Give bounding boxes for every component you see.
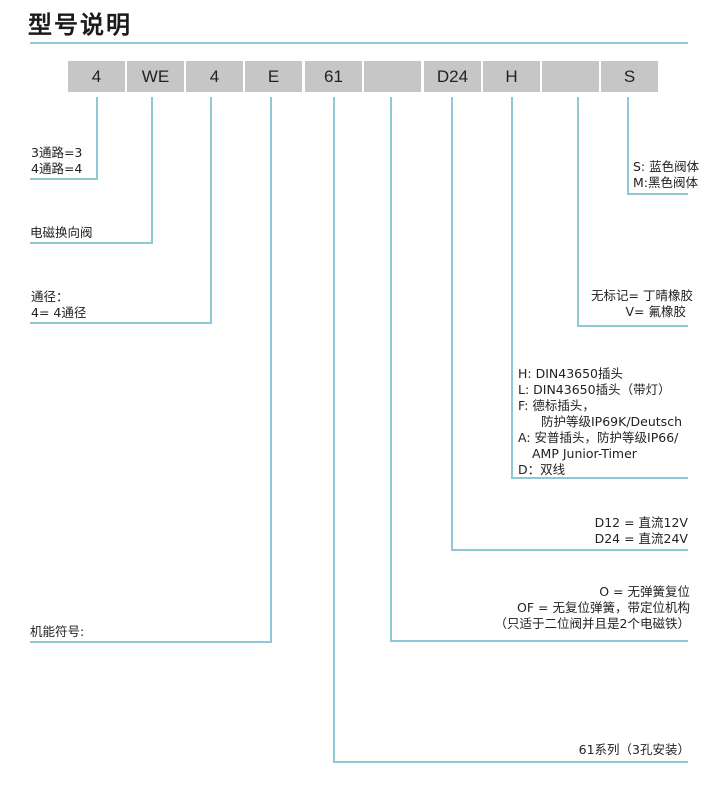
page-title: 型号说明 xyxy=(28,11,132,39)
desc-connector-line: L: DIN43650插头（带灯） xyxy=(518,382,671,397)
leader-symbol-vertical xyxy=(270,97,272,642)
leader-voltage-vertical xyxy=(451,97,453,550)
desc-size-line: 通径： xyxy=(31,289,69,304)
leader-color-vertical xyxy=(627,97,629,194)
title-underline xyxy=(30,42,688,44)
code-box-ports: 4 xyxy=(68,61,125,92)
code-box-voltage: D24 xyxy=(424,61,481,92)
leader-spring-vertical xyxy=(390,97,392,641)
leader-series-horizontal xyxy=(333,761,688,763)
desc-color: S: 蓝色阀体 M:黑色阀体 xyxy=(633,159,699,191)
desc-symbol: 机能符号: xyxy=(30,624,84,640)
desc-series-line: 61系列（3孔安装） xyxy=(578,742,690,757)
desc-type: 电磁换向阀 xyxy=(30,225,93,241)
leader-color-horizontal xyxy=(627,193,688,195)
leader-seal-vertical xyxy=(577,97,579,326)
desc-voltage: D12 = 直流12V D24 = 直流24V xyxy=(595,515,688,547)
desc-spring: O = 无弹簧复位 OF = 无复位弹簧，带定位机构 （只适于二位阀并且是2个电… xyxy=(495,584,690,632)
desc-connector-line: A: 安普插头，防护等级IP66/ xyxy=(518,430,679,445)
desc-size-line: 4= 4通径 xyxy=(31,305,87,320)
desc-ports-line: 4通路=4 xyxy=(31,161,83,176)
leader-seal-horizontal xyxy=(577,325,688,327)
code-box-series: 61 xyxy=(305,61,362,92)
desc-voltage-line: D12 = 直流12V xyxy=(594,515,688,530)
desc-color-line: S: 蓝色阀体 xyxy=(633,159,700,174)
leader-ports-vertical xyxy=(96,97,98,179)
leader-size-horizontal xyxy=(30,322,212,324)
leader-connector-vertical xyxy=(511,97,513,478)
code-box-type: WE xyxy=(127,61,184,92)
desc-symbol-line: 机能符号: xyxy=(30,624,85,639)
leader-symbol-horizontal xyxy=(30,641,272,643)
desc-seal-line: 无标记= 丁晴橡胶 xyxy=(591,288,693,303)
code-box-color: S xyxy=(601,61,658,92)
desc-spring-line: （只适于二位阀并且是2个电磁铁） xyxy=(494,616,690,631)
leader-type-vertical xyxy=(151,97,153,243)
desc-type-line: 电磁换向阀 xyxy=(30,225,93,240)
code-box-spring xyxy=(364,61,421,92)
desc-series: 61系列（3孔安装） xyxy=(579,742,690,758)
leader-spring-horizontal xyxy=(390,640,688,642)
desc-seal-line: V= 氟橡胶 xyxy=(625,304,687,319)
desc-color-line: M:黑色阀体 xyxy=(633,175,698,190)
desc-connector: H: DIN43650插头 L: DIN43650插头（带灯） F: 德标插头，… xyxy=(518,366,682,478)
desc-connector-line: F: 德标插头， xyxy=(518,398,595,413)
desc-size: 通径： 4= 4通径 xyxy=(31,289,86,321)
leader-size-vertical xyxy=(210,97,212,323)
desc-connector-line: D：双线 xyxy=(518,462,566,477)
desc-voltage-line: D24 = 直流24V xyxy=(594,531,688,546)
desc-ports: 3通路=3 4通路=4 xyxy=(31,145,82,177)
desc-spring-line: OF = 无复位弹簧，带定位机构 xyxy=(517,600,690,615)
desc-connector-line: AMP Junior-Timer xyxy=(532,446,637,461)
leader-ports-horizontal xyxy=(30,178,98,180)
leader-connector-horizontal xyxy=(511,477,688,479)
desc-spring-line: O = 无弹簧复位 xyxy=(599,584,690,599)
leader-type-horizontal xyxy=(30,242,153,244)
code-box-size: 4 xyxy=(186,61,243,92)
desc-connector-line: 防护等级IP69K/Deutsch xyxy=(541,414,682,429)
code-box-seal xyxy=(542,61,599,92)
code-box-connector: H xyxy=(483,61,540,92)
leader-voltage-horizontal xyxy=(451,549,688,551)
code-box-symbol: E xyxy=(245,61,302,92)
desc-connector-line: H: DIN43650插头 xyxy=(518,366,624,381)
leader-series-vertical xyxy=(333,97,335,762)
desc-ports-line: 3通路=3 xyxy=(31,145,83,160)
desc-seal: 无标记= 丁晴橡胶 V= 氟橡胶 xyxy=(591,288,693,320)
